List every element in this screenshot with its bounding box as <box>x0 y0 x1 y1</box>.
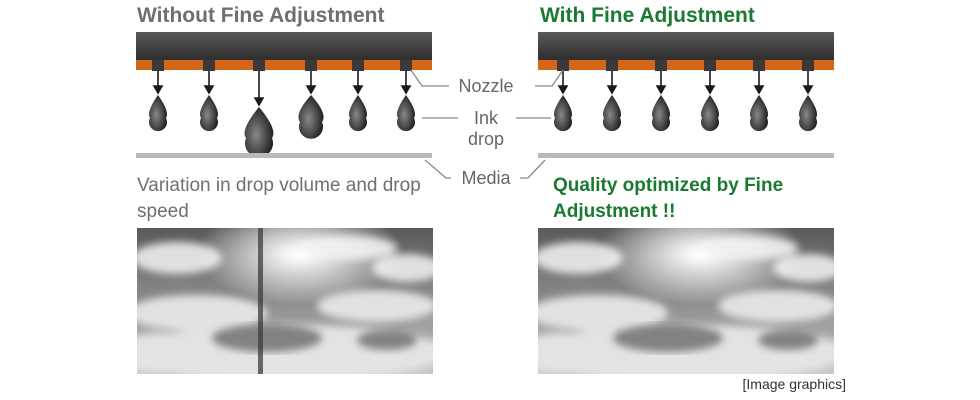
streak-defect <box>258 228 263 374</box>
left-media <box>136 153 432 158</box>
subtitle-variation: Variation in drop volume and drop speed <box>137 175 421 222</box>
right-nozzle-plate <box>538 60 834 70</box>
left-nozzle-plate <box>136 60 432 70</box>
left-print-head <box>136 32 432 158</box>
label-media: Media <box>461 168 511 188</box>
subtitle-quality-optimized: Quality optimized by Fine Adjustment !! <box>553 175 784 222</box>
sky-photo-clean-icon <box>538 228 834 374</box>
right-head-body <box>538 32 834 60</box>
sky-photo-with-streak-icon <box>137 228 433 374</box>
left-head-body <box>136 32 432 60</box>
image-graphics-caption: [Image graphics] <box>742 376 847 392</box>
left-ink-drops <box>149 95 416 158</box>
label-nozzle: Nozzle <box>458 76 514 96</box>
title-with-fine-adjustment: With Fine Adjustment <box>540 4 755 27</box>
label-ink-drop: Ink drop <box>441 108 531 150</box>
label-ink-line1: Ink <box>473 108 498 128</box>
callout-leaders <box>410 69 564 179</box>
title-without-fine-adjustment: Without Fine Adjustment <box>137 4 385 27</box>
right-print-head <box>538 32 834 158</box>
right-ink-drops <box>554 95 817 132</box>
printhead-diagram <box>136 32 834 179</box>
right-media <box>538 153 834 158</box>
label-ink-line2: drop <box>467 129 505 149</box>
